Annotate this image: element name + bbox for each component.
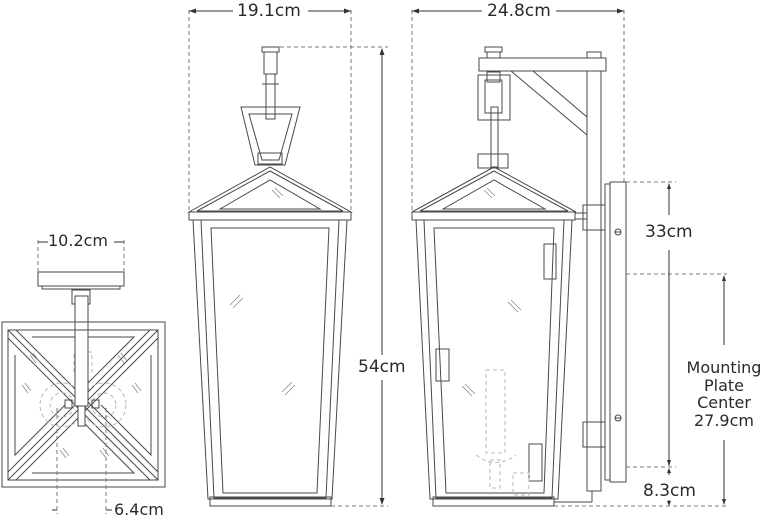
dim-overall-height: 54cm xyxy=(358,357,406,377)
side-view xyxy=(411,8,727,507)
front-view xyxy=(187,8,388,507)
mounting-label-line-3: Center xyxy=(697,393,751,413)
dim-side-depth: 24.8cm xyxy=(487,1,551,21)
dim-bottom-offset: 8.3cm xyxy=(643,481,696,501)
mounting-label-value: 27.9cm xyxy=(693,410,754,430)
top-view xyxy=(1,240,166,514)
dim-mounting-plate-center: Mounting Plate Center 27.9cm xyxy=(683,358,765,430)
dim-extension-offset: 6.4cm xyxy=(114,500,164,519)
mounting-label-line-2: Plate xyxy=(703,375,744,395)
dim-backplate-width: 10.2cm xyxy=(48,231,109,250)
dim-plate-height: 33cm xyxy=(645,222,693,242)
dim-front-width: 19.1cm xyxy=(237,1,301,21)
mounting-label-line-1: Mounting xyxy=(686,358,762,377)
